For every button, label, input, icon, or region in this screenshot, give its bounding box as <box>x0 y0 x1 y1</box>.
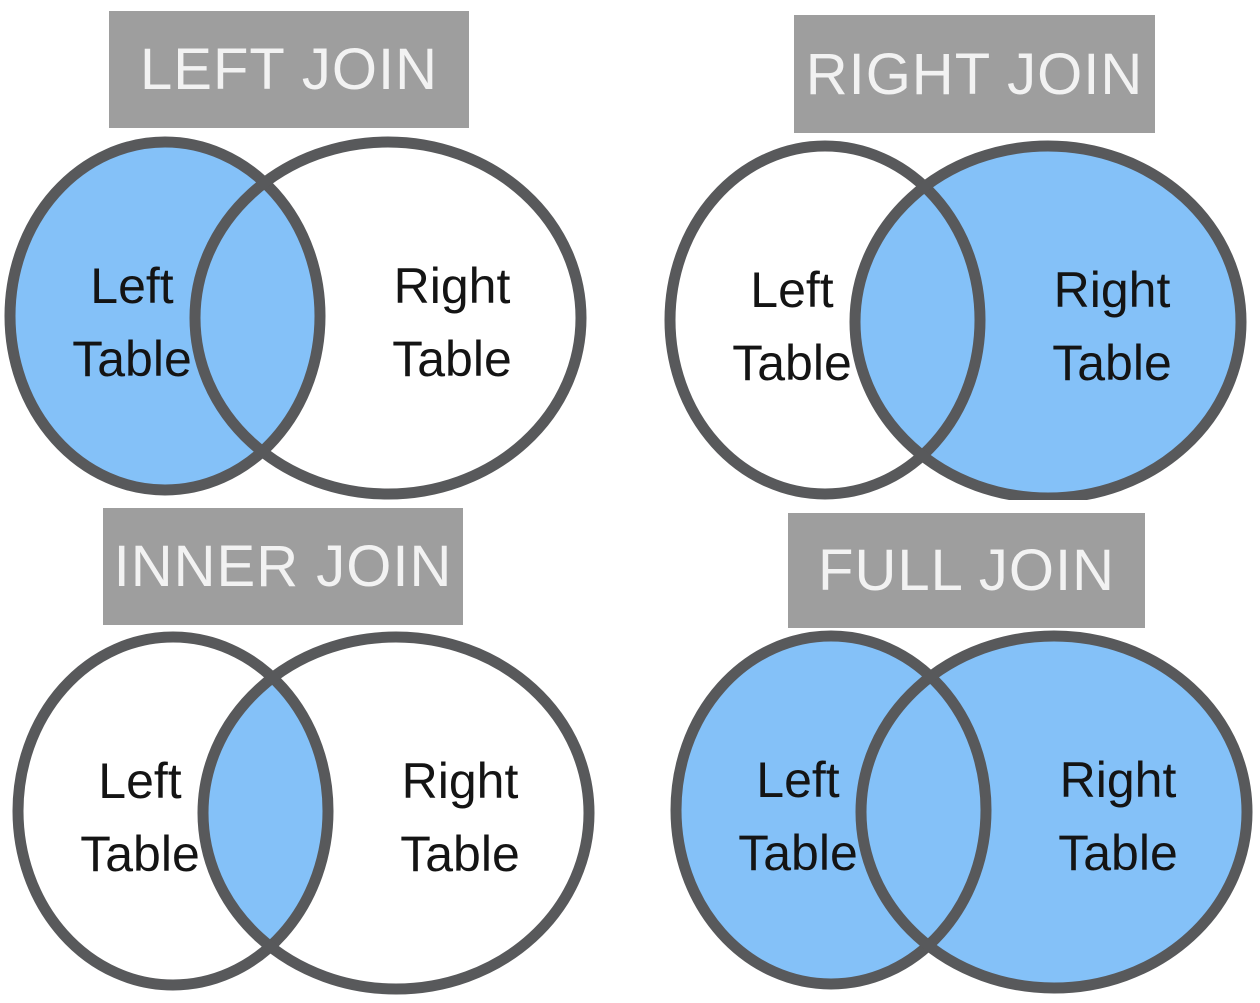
left-circle-outline <box>670 630 992 990</box>
right-circle-outline <box>849 140 1247 500</box>
full-join-header: FULL JOIN <box>788 513 1145 628</box>
left-circle-outline <box>664 140 986 500</box>
right-circle-outline <box>855 630 1253 994</box>
left-circle-outline <box>4 136 326 496</box>
inner-join-header: INNER JOIN <box>103 508 463 625</box>
left-circle-outline <box>12 631 334 991</box>
left-join-header: LEFT JOIN <box>109 11 469 128</box>
right-circle-outline <box>189 136 587 500</box>
right-join-header: RIGHT JOIN <box>794 15 1155 133</box>
right-circle-outline <box>197 631 595 995</box>
